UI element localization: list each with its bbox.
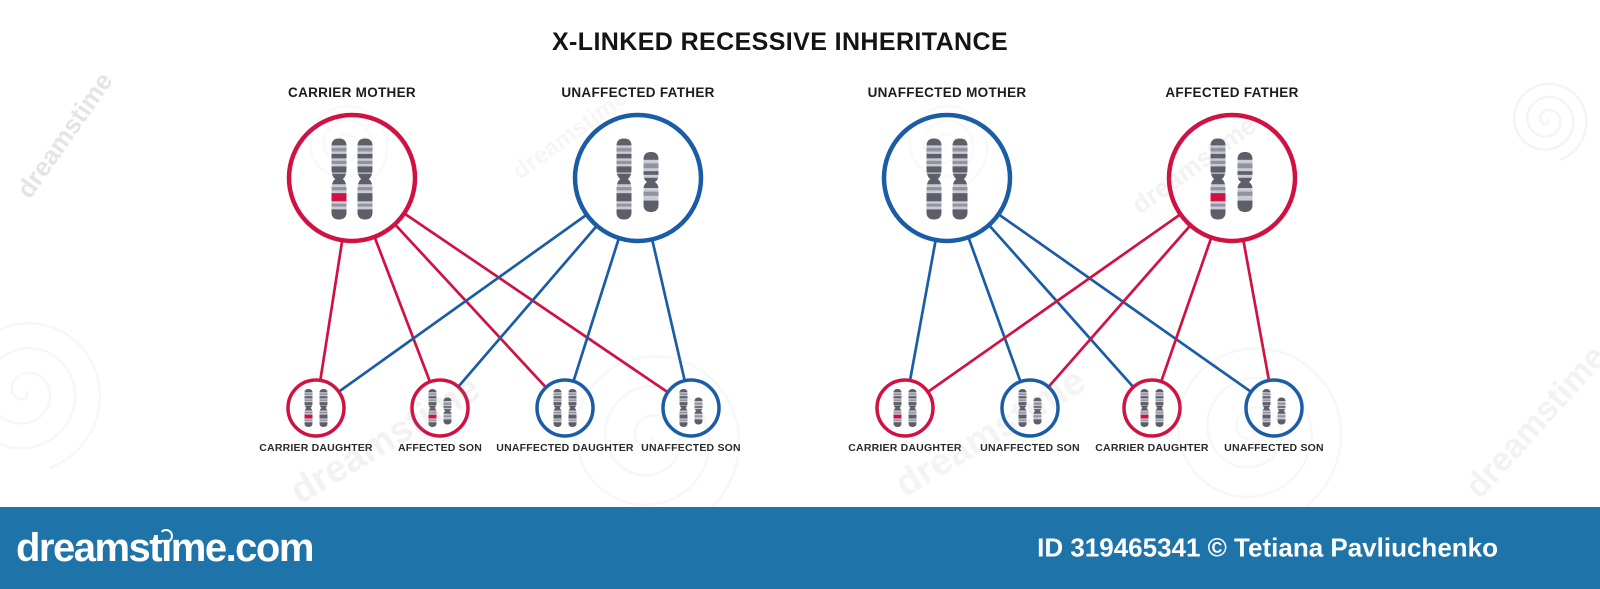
f2-child2-unaffected-son-node	[1000, 378, 1060, 438]
f2-child4-label: UNAFFECTED SON	[1224, 442, 1324, 454]
watermark-footer-bar: dreamstıme.com ID 319465341 © Tetiana Pa…	[0, 507, 1600, 589]
f2-affected-father-circle	[1166, 112, 1298, 244]
f2-child4-unaffected-son-circle	[1244, 378, 1304, 438]
y-chromosome	[1033, 397, 1042, 425]
x-chromosome-affected	[1210, 138, 1226, 220]
f1-child4-unaffected-son-node	[661, 378, 721, 438]
f2-child3-carrier-daughter-circle	[1122, 378, 1182, 438]
x-chromosome	[357, 138, 373, 220]
watermark-spiral	[0, 321, 102, 470]
f1-child4-unaffected-son-circle	[661, 378, 721, 438]
x-chromosome-affected	[428, 389, 437, 427]
f1-carrier-mother-circle	[286, 112, 418, 244]
f1-child4-label: UNAFFECTED SON	[641, 442, 741, 454]
line-carrier-mother-family-carrier-mother-to-child4	[351, 176, 692, 410]
logo-spiral-i-dot: ı	[161, 526, 172, 570]
f1-child2-affected-son-circle	[410, 378, 470, 438]
figure-title: X-LINKED RECESSIVE INHERITANCE	[551, 28, 1009, 56]
x-chromosome-affected	[331, 138, 347, 220]
f2-affected-father-node	[1166, 112, 1298, 244]
f2-affected-father-label: AFFECTED FATHER	[1165, 85, 1298, 100]
line-affected-father-family-unaffected-mother-to-child4	[946, 176, 1275, 410]
f1-carrier-mother-node	[286, 112, 418, 244]
x-chromosome	[553, 389, 562, 427]
x-chromosome	[568, 389, 577, 427]
x-chromosome-affected	[304, 389, 313, 427]
f1-child1-label: CARRIER DAUGHTER	[259, 442, 373, 454]
f2-unaffected-mother-circle	[881, 112, 1013, 244]
x-chromosome	[1018, 389, 1027, 427]
f1-unaffected-father-label: UNAFFECTED FATHER	[561, 85, 714, 100]
f1-child3-unaffected-daughter-circle	[535, 378, 595, 438]
x-chromosome-affected	[893, 389, 902, 427]
watermark-spiral	[908, 105, 989, 189]
x-chromosome	[952, 138, 968, 220]
f2-child2-label: UNAFFECTED SON	[980, 442, 1080, 454]
family-nodes	[286, 112, 1304, 438]
line-affected-father-family-affected-father-to-child1	[904, 176, 1233, 410]
f1-unaffected-father-circle	[572, 112, 704, 244]
watermark-spiral	[1512, 82, 1588, 162]
f2-unaffected-mother-node	[881, 112, 1013, 244]
f2-child4-unaffected-son-node	[1244, 378, 1304, 438]
f2-child1-carrier-daughter-node	[875, 378, 935, 438]
y-chromosome	[643, 152, 659, 212]
watermark-spiral	[308, 105, 389, 189]
x-chromosome	[616, 138, 632, 220]
x-chromosome-affected	[1140, 389, 1149, 427]
x-chromosome	[679, 389, 688, 427]
watermark-diagonal-text: dreamstime	[10, 67, 118, 204]
y-chromosome	[1237, 152, 1253, 212]
f1-child2-affected-son-node	[410, 378, 470, 438]
f1-unaffected-father-node	[572, 112, 704, 244]
line-carrier-mother-family-unaffected-father-to-child1	[315, 176, 639, 410]
watermark-spiral	[574, 355, 741, 507]
x-chromosome	[319, 389, 328, 427]
f2-child2-unaffected-son-circle	[1000, 378, 1060, 438]
x-chromosome	[1155, 389, 1164, 427]
f1-child1-carrier-daughter-node	[286, 378, 346, 438]
f1-carrier-mother-label: CARRIER MOTHER	[288, 85, 416, 100]
y-chromosome	[694, 397, 703, 425]
y-chromosome	[1277, 397, 1286, 425]
f2-child3-carrier-daughter-node	[1122, 378, 1182, 438]
f1-child3-unaffected-daughter-node	[535, 378, 595, 438]
f1-child1-carrier-daughter-circle	[286, 378, 346, 438]
f1-child2-label: AFFECTED SON	[398, 442, 482, 454]
image-credit: ID 319465341 © Tetiana Pavliuchenko	[1037, 532, 1498, 563]
f2-unaffected-mother-label: UNAFFECTED MOTHER	[868, 85, 1027, 100]
dreamstime-logo: dreamstıme.com	[16, 526, 314, 570]
f1-child3-label: UNAFFECTED DAUGHTER	[496, 442, 634, 454]
x-chromosome	[908, 389, 917, 427]
x-chromosome	[926, 138, 942, 220]
pedigree-diagram: CARRIER MOTHER UNAFFECTED FATHER CARRIER D…	[0, 66, 1600, 507]
x-chromosome	[1262, 389, 1271, 427]
f2-child1-label: CARRIER DAUGHTER	[848, 442, 962, 454]
watermark-spiral	[1176, 347, 1343, 507]
node-labels: CARRIER MOTHER UNAFFECTED FATHER CARRIER D…	[259, 85, 1324, 454]
f2-child1-carrier-daughter-circle	[875, 378, 935, 438]
f2-child3-label: CARRIER DAUGHTER	[1095, 442, 1209, 454]
y-chromosome	[443, 397, 452, 425]
watermark-diagonal-text: dreamstime	[1458, 338, 1600, 505]
